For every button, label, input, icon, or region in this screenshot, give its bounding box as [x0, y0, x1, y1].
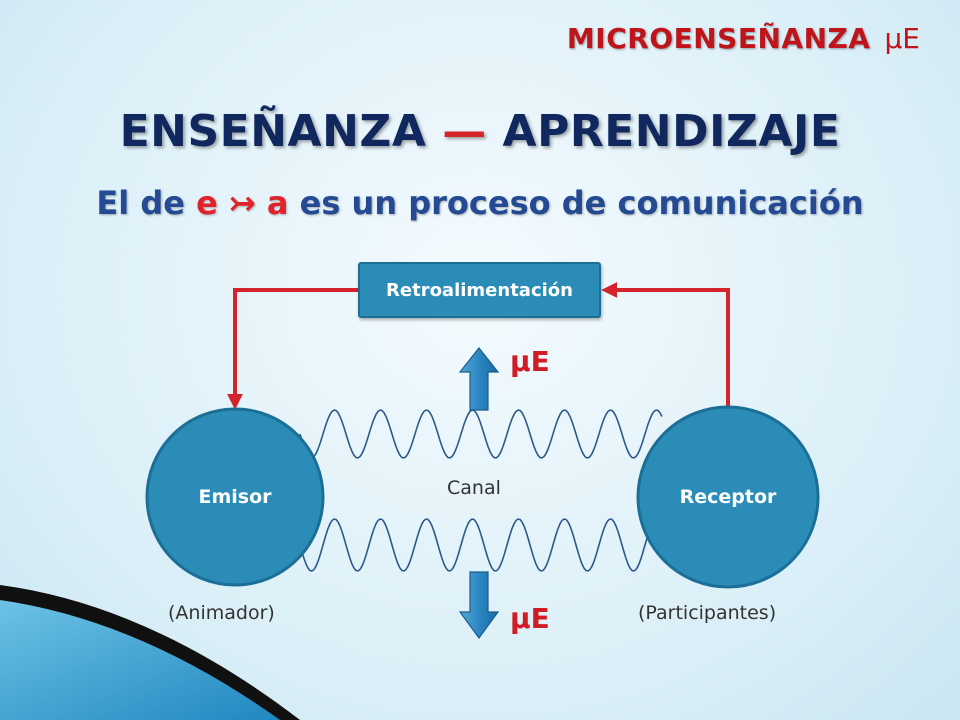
subtitle-part2: es un proceso de comunicación [288, 184, 864, 222]
receiver-role-label: (Participantes) [638, 602, 777, 624]
receiver-node [636, 405, 820, 589]
corner-swoosh-decoration [0, 595, 300, 720]
slide-header: MICROENSEÑANZA μE [567, 22, 920, 55]
receiver-label: Receptor [679, 486, 777, 508]
feedback-box: Retroalimentación [358, 262, 601, 318]
main-title-left: ENSEÑANZA [119, 106, 427, 157]
feedback-label: Retroalimentación [386, 279, 573, 301]
subtitle-a: a [266, 184, 289, 222]
mu-label-bottom: μE [510, 602, 550, 635]
header-mu-symbol: μE [884, 22, 920, 55]
main-title-right: APRENDIZAJE [502, 106, 841, 157]
subtitle-part1: El de [96, 184, 197, 222]
feedback-line-left [227, 288, 358, 410]
feedback-line-right [601, 282, 730, 412]
channel-wave-top [299, 409, 663, 459]
main-title: ENSEÑANZA — APRENDIZAJE [0, 106, 960, 157]
header-title: MICROENSEÑANZA [566, 22, 871, 55]
subtitle-e: e [196, 184, 218, 222]
sender-node [145, 407, 325, 587]
arrow-up-icon [458, 347, 500, 411]
mu-label-top: μE [510, 345, 550, 378]
arrow-down-icon [458, 571, 500, 640]
sender-label: Emisor [198, 486, 272, 508]
channel-label: Canal [447, 477, 501, 499]
sender-role-label: (Animador) [168, 602, 275, 624]
main-title-dash: — [442, 106, 487, 157]
channel-wave-bottom [299, 518, 663, 572]
corner-swoosh-dark-edge [0, 585, 300, 720]
subtitle: El de e ↣ a es un proceso de comunicació… [0, 184, 960, 222]
subtitle-arrow: ↣ [228, 184, 256, 222]
